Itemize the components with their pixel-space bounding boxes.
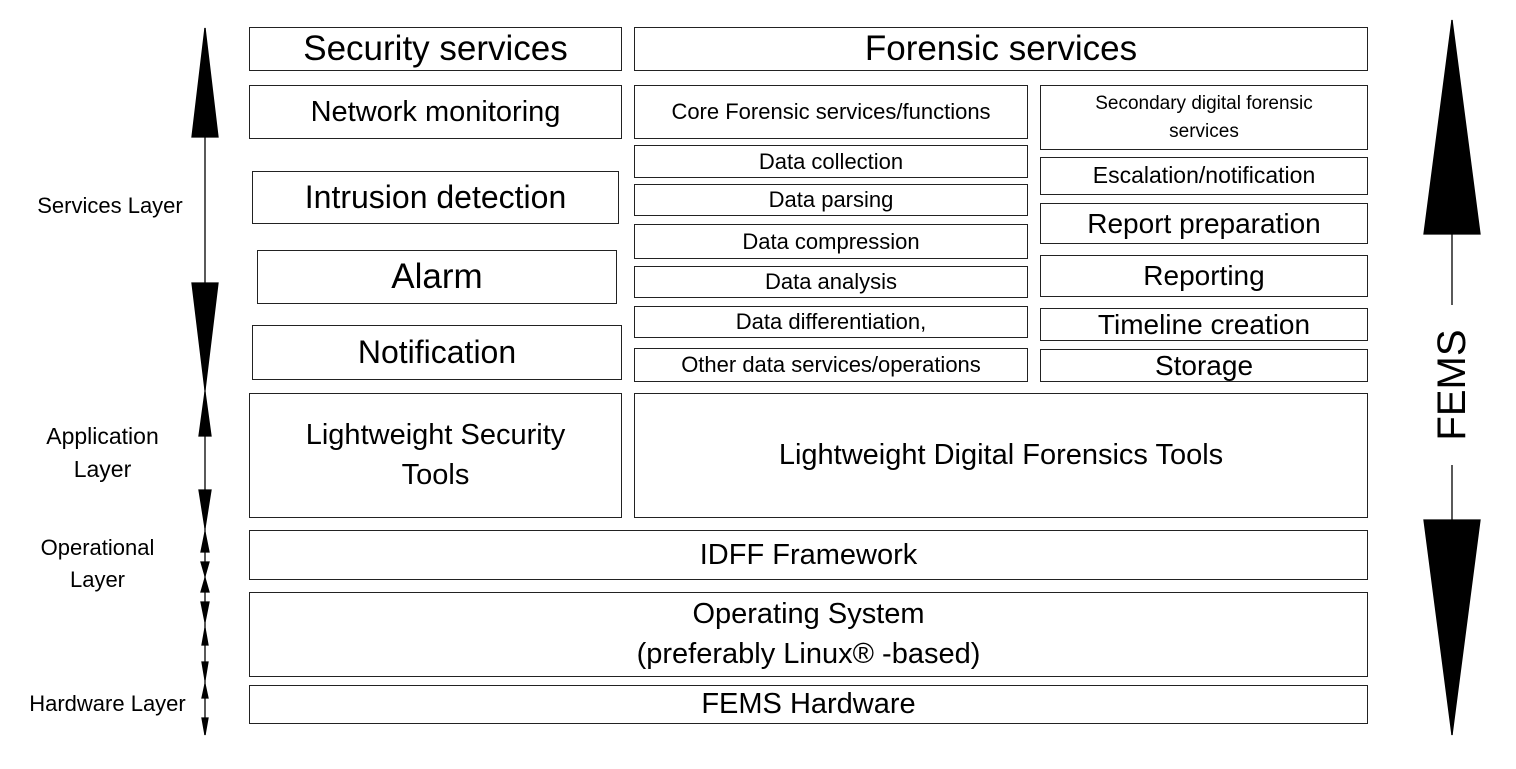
hardware-layer-label: Hardware Layer [29,691,186,716]
operational-arrow-mid-up [200,575,210,593]
core-forensic-header: Core Forensic services/functions [634,85,1028,139]
services-arrow-down [191,282,219,391]
data-collection-box: Data collection [634,145,1028,178]
reporting-box: Reporting [1040,255,1368,297]
operational-arrow-down [200,601,210,623]
hardware-arrow-down [201,717,209,736]
data-analysis-box: Data analysis [634,266,1028,298]
data-differentiation-box: Data differentiation, [634,306,1028,338]
os-arrow-up [201,627,209,646]
security-services-header: Security services [249,27,622,71]
escalation-notification-box: Escalation/notification [1040,157,1368,195]
operational-arrow-mid-down [200,561,210,579]
application-arrow-up [198,391,212,437]
timeline-creation-box: Timeline creation [1040,308,1368,341]
alarm-box: Alarm [257,250,617,304]
services-layer-label: Services Layer [37,193,183,218]
left-layer-arrow [191,27,219,736]
os-arrow-down [201,661,209,681]
services-arrow-up [191,27,219,138]
data-parsing-box: Data parsing [634,184,1028,216]
network-monitoring-box: Network monitoring [249,85,622,139]
application-layer-label: Application Layer [46,423,159,483]
fems-arrow-up [1423,19,1481,235]
operational-layer-label: Operational Layer [40,535,155,592]
intrusion-detection-box: Intrusion detection [252,171,619,224]
lightweight-security-tools-box: Lightweight Security Tools [249,393,622,518]
application-arrow-down [198,489,212,529]
secondary-forensic-header: Secondary digital forensic services [1040,85,1368,150]
report-preparation-box: Report preparation [1040,203,1368,244]
notification-box: Notification [252,325,622,380]
fems-hardware-box: FEMS Hardware [249,685,1368,724]
idff-framework-box: IDFF Framework [249,530,1368,580]
operating-system-box: Operating System (preferably Linux® -bas… [249,592,1368,677]
fems-arrow-down [1423,519,1481,736]
storage-box: Storage [1040,349,1368,382]
fems-label: FEMS [1427,305,1477,465]
hardware-arrow-up [201,683,209,699]
operational-arrow-up [200,531,210,553]
forensic-services-header: Forensic services [634,27,1368,71]
lightweight-forensics-tools-box: Lightweight Digital Forensics Tools [634,393,1368,518]
data-compression-box: Data compression [634,224,1028,259]
other-data-services-box: Other data services/operations [634,348,1028,382]
